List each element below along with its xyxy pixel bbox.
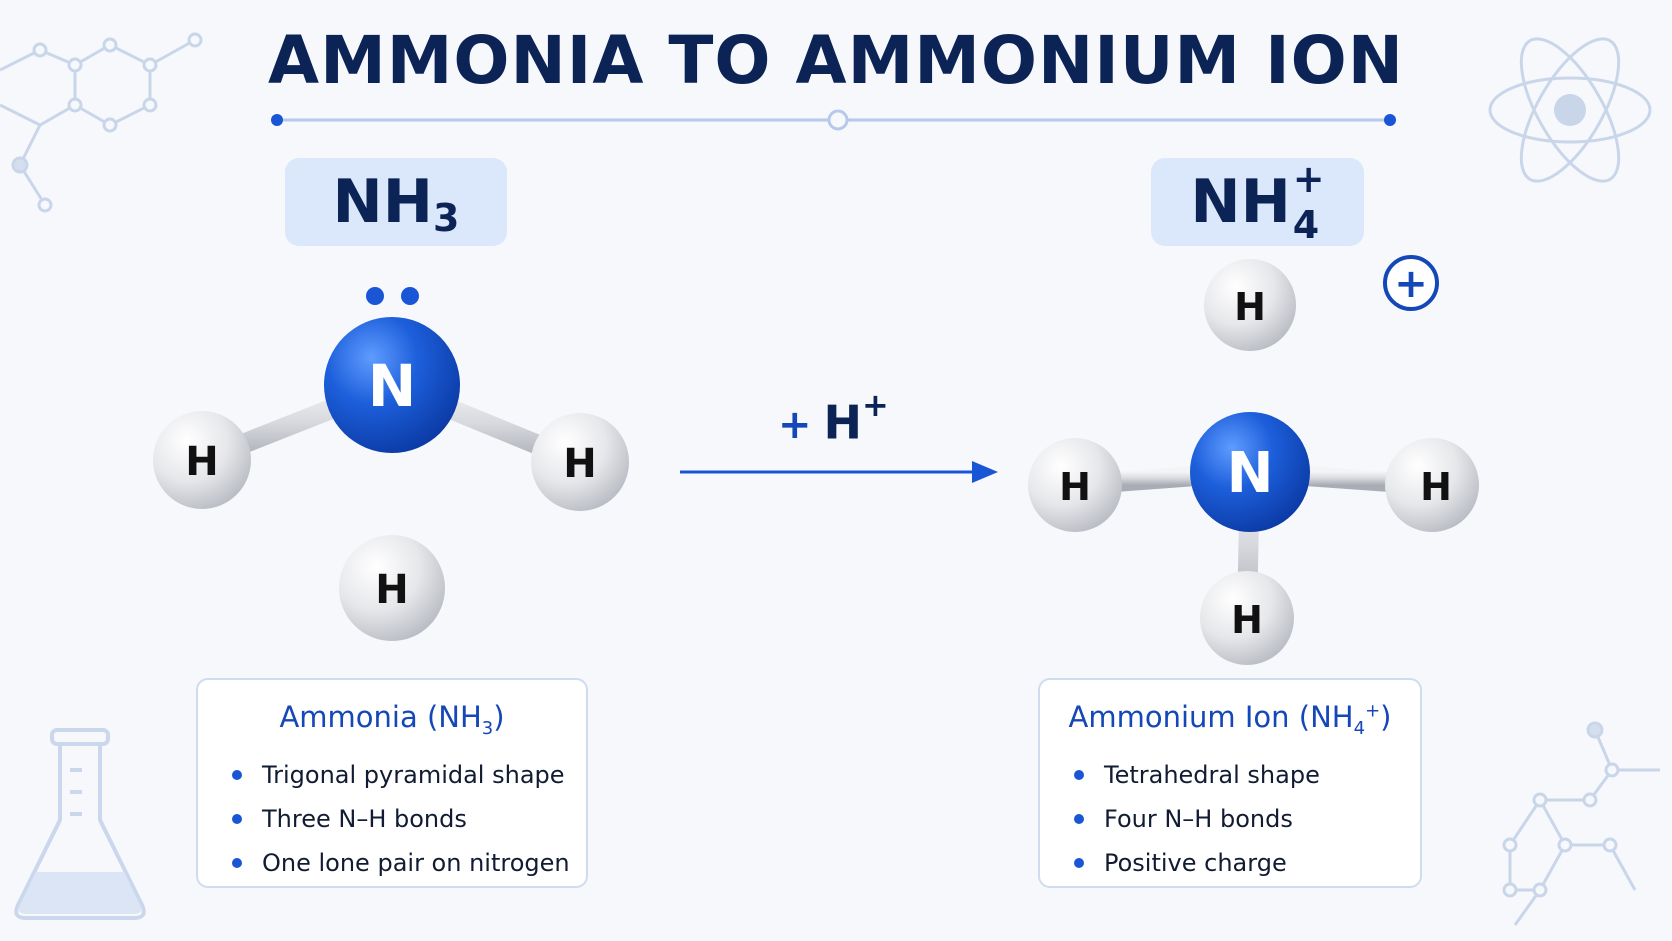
list-item: Tetrahedral shape xyxy=(1074,753,1420,797)
atom-label: H xyxy=(1231,598,1263,642)
compound-name: Ammonium Ion xyxy=(1068,700,1290,734)
reagent-plus: + xyxy=(778,402,812,449)
lone-pair-electron xyxy=(401,287,419,305)
list-item: Trigonal pyramidal shape xyxy=(232,753,586,797)
ammonium-info-card: Ammonium Ion (NH4+) Tetrahedral shape Fo… xyxy=(1038,678,1422,888)
hydrogen-atom xyxy=(1204,259,1296,351)
reagent-symbol: H xyxy=(823,395,863,450)
reagent-charge: + xyxy=(862,386,889,424)
formula-superscript: + xyxy=(1292,157,1325,201)
positive-charge-icon xyxy=(1383,255,1439,311)
nitrogen-atom xyxy=(1190,412,1310,532)
hydrogen-atom xyxy=(1385,438,1479,532)
formula-base: NH xyxy=(332,167,433,237)
atom-label: H xyxy=(563,441,596,487)
compound-name: Ammonia xyxy=(279,700,418,734)
title-divider xyxy=(271,109,1396,131)
compound-formula-close: ) xyxy=(493,700,505,734)
reaction-arrow xyxy=(680,461,998,483)
list-item: Three N–H bonds xyxy=(232,797,586,841)
product-formula-box: NH+4 xyxy=(1151,158,1364,246)
lone-pair-electron xyxy=(366,287,384,305)
hydrogen-atom xyxy=(1028,438,1122,532)
atom-label: N xyxy=(368,352,417,420)
atom-label: H xyxy=(1234,285,1266,329)
info-card-title: Ammonia (NH3) xyxy=(198,700,586,739)
list-item: Four N–H bonds xyxy=(1074,797,1420,841)
hydrogen-atom xyxy=(153,411,251,509)
property-list: Trigonal pyramidal shape Three N–H bonds… xyxy=(198,753,586,885)
list-item: One lone pair on nitrogen xyxy=(232,841,586,885)
formula-superscript: + xyxy=(1365,700,1381,722)
list-item: Positive charge xyxy=(1074,841,1420,885)
compound-formula: (NH xyxy=(417,700,482,734)
hexagon-network-icon xyxy=(0,32,203,213)
ammonia-molecule: N H H H xyxy=(153,287,629,641)
property-list: Tetrahedral shape Four N–H bonds Positiv… xyxy=(1040,753,1420,885)
atom-icon xyxy=(1488,37,1652,183)
compound-formula: (NH xyxy=(1289,700,1354,734)
formula-subscript: 3 xyxy=(432,196,460,240)
atom-label: H xyxy=(185,439,218,485)
nitrogen-atom xyxy=(324,317,460,453)
hydrogen-atom xyxy=(339,535,445,641)
formula-subscript: 3 xyxy=(481,717,494,739)
ammonia-info-card: Ammonia (NH3) Trigonal pyramidal shape T… xyxy=(196,678,588,888)
compound-formula-close: ) xyxy=(1380,700,1392,734)
atom-label: H xyxy=(1059,465,1091,509)
charge-symbol: + xyxy=(1394,261,1428,307)
formula-subscript: 4 xyxy=(1292,203,1320,247)
atom-label: H xyxy=(375,567,408,613)
atom-label: N xyxy=(1227,441,1274,506)
hexagon-network-icon xyxy=(1502,721,1660,926)
formula-base: NH xyxy=(1190,167,1291,237)
page-title: AMMONIA TO AMMONIUM ION xyxy=(268,22,1404,99)
ammonium-molecule: N H H H H + xyxy=(1028,255,1479,665)
reagent-label: +H+ xyxy=(778,386,889,450)
formula-subscript: 4 xyxy=(1353,717,1366,739)
info-card-title: Ammonium Ion (NH4+) xyxy=(1040,700,1420,739)
hydrogen-atom xyxy=(1200,571,1294,665)
hydrogen-atom xyxy=(531,413,629,511)
atom-label: H xyxy=(1420,465,1452,509)
flask-icon xyxy=(14,728,146,920)
